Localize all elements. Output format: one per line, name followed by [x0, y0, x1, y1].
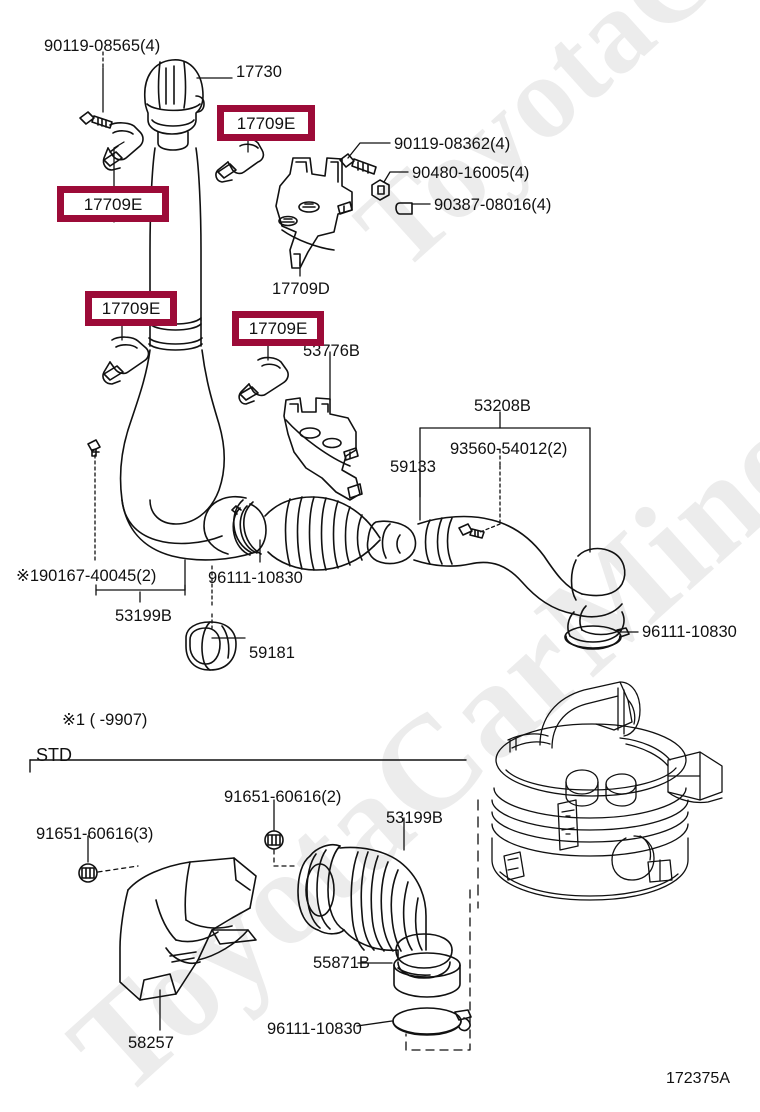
part-shape-bolt-90119-08565: [79, 111, 113, 129]
part-number-label: 90387-08016(4): [434, 196, 552, 214]
part-number-label: 53199B: [115, 607, 172, 625]
part-number-label: 93560-54012(2): [450, 440, 568, 458]
highlighted-part-number-text: 17709E: [236, 113, 296, 133]
part-shape-96111-10830-std: [392, 1007, 472, 1036]
part-number-label: 59181: [249, 644, 295, 662]
part-shape-clamp-96111-right: [564, 625, 630, 650]
part-shape-55871B-ring: [393, 952, 461, 998]
part-shape-53199B-duct: [119, 349, 267, 561]
part-shape-17730: [144, 59, 205, 151]
part-number-label: 53199B: [386, 809, 443, 827]
highlighted-part-number[interactable]: 17709E: [217, 105, 315, 141]
part-shape-53776B-bracket: [283, 397, 363, 501]
highlighted-part-number[interactable]: 17709E: [85, 291, 177, 326]
part-shape-bolt-icon-left: [78, 863, 98, 883]
part-number-label: 90119-08362(4): [394, 135, 511, 153]
footnote-note1: ※1 ( -9907): [62, 711, 148, 729]
part-number-label: 17730: [236, 63, 282, 81]
part-number-label: 55871B: [313, 954, 370, 972]
part-shape-58257-duct: [119, 857, 257, 1001]
part-shape-bracket-17709E-4: [238, 356, 289, 405]
part-shape-bolt-90167-40045: [87, 439, 101, 457]
part-shape-bracket-17709E-2: [215, 137, 265, 183]
part-number-label: 91651-60616(2): [224, 788, 342, 806]
leader-lines: [87, 51, 639, 1051]
part-shape-17709D-bracket: [275, 157, 353, 269]
part-number-label: 53776B: [303, 342, 360, 360]
highlighted-part-number-text: 17709E: [101, 299, 161, 318]
part-number-label: 90480-16005(4): [412, 164, 530, 182]
part-shape-59181-cap: [185, 621, 237, 671]
part-number-label: ※190167-40045(2): [16, 567, 157, 585]
part-shape-53208B-duct: [413, 515, 626, 643]
part-number-label: 17709D: [272, 280, 330, 298]
part-number-label: 96111-10830: [267, 1020, 362, 1038]
part-shape-53199B-std: [297, 843, 453, 979]
highlighted-part-number-text: 17709E: [83, 194, 143, 214]
part-shape-nut-90480-16005: [371, 179, 390, 201]
part-number-label: 53208B: [474, 397, 531, 415]
part-shape-screw-93560-54012: [458, 523, 485, 539]
part-shape-clamp-96111-upper: [231, 505, 258, 556]
part-number-label: 58257: [128, 1034, 174, 1052]
part-number-label: 96111-10830: [208, 569, 303, 587]
part-shape-air-cleaner-assembly: [477, 681, 723, 909]
part-shape-bolt-icon-right: [264, 830, 284, 850]
highlighted-part-number-text: 17709E: [248, 319, 308, 338]
highlighted-part-number[interactable]: 17709E: [232, 311, 324, 346]
part-shape-bolt-90119-08362: [339, 153, 377, 175]
sheet-code: 172375A: [665, 1070, 730, 1087]
std-section-label: STD: [36, 745, 72, 765]
part-shape-bracket-17709E-3: [102, 336, 150, 385]
highlighted-part-number[interactable]: 17709E: [57, 186, 169, 222]
part-shape-bracket-17709E-1: [102, 122, 144, 171]
part-number-label: 90119-08565(4): [44, 37, 161, 55]
part-number-label: 96111-10830: [642, 623, 737, 641]
part-shape-59133-bellows: [264, 496, 417, 571]
part-number-label: 59133: [390, 458, 436, 476]
part-number-label: 91651-60616(3): [36, 825, 154, 843]
part-shape-grommet-90387-08016: [395, 202, 413, 215]
